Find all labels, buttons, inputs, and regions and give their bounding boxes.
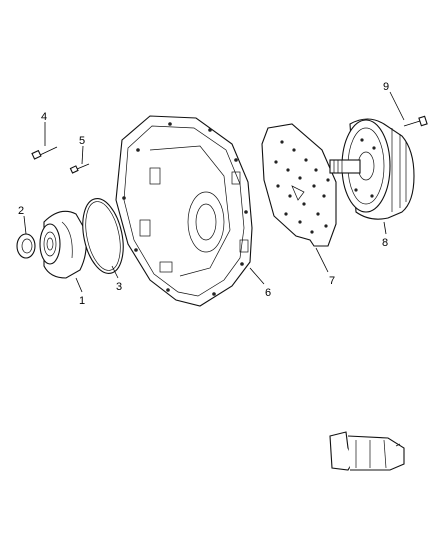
bolt-part-5 bbox=[69, 163, 90, 174]
vehicle-locator-inset bbox=[329, 431, 405, 471]
leader-6 bbox=[249, 267, 265, 285]
pump-assembly-part-1 bbox=[39, 210, 87, 279]
callout-2: 2 bbox=[18, 205, 24, 217]
transmission-housing-part-6 bbox=[115, 115, 253, 307]
callout-labels: 1 2 3 4 5 6 7 8 9 bbox=[18, 81, 389, 307]
o-ring-part-3 bbox=[82, 198, 124, 274]
leader-3 bbox=[111, 265, 119, 279]
callout-3: 3 bbox=[116, 281, 122, 293]
valve-plate-part-7 bbox=[261, 123, 337, 247]
callout-4: 4 bbox=[41, 111, 47, 123]
leader-8 bbox=[383, 221, 387, 235]
callout-9: 9 bbox=[383, 81, 389, 93]
callout-1: 1 bbox=[79, 295, 85, 307]
callout-6: 6 bbox=[265, 287, 271, 299]
callout-7: 7 bbox=[329, 275, 335, 287]
leader-2 bbox=[23, 215, 27, 235]
seal-ring-part-2 bbox=[16, 233, 36, 259]
leader-7 bbox=[315, 247, 329, 273]
leader-5 bbox=[81, 145, 84, 165]
callout-5: 5 bbox=[79, 135, 85, 147]
bolt-part-9 bbox=[403, 115, 428, 127]
callout-8: 8 bbox=[382, 237, 388, 249]
pump-stator-part-8 bbox=[329, 118, 415, 220]
leader-lines bbox=[23, 91, 405, 293]
leader-9 bbox=[389, 91, 405, 121]
leader-1 bbox=[75, 277, 83, 293]
bolt-part-4 bbox=[31, 146, 58, 160]
